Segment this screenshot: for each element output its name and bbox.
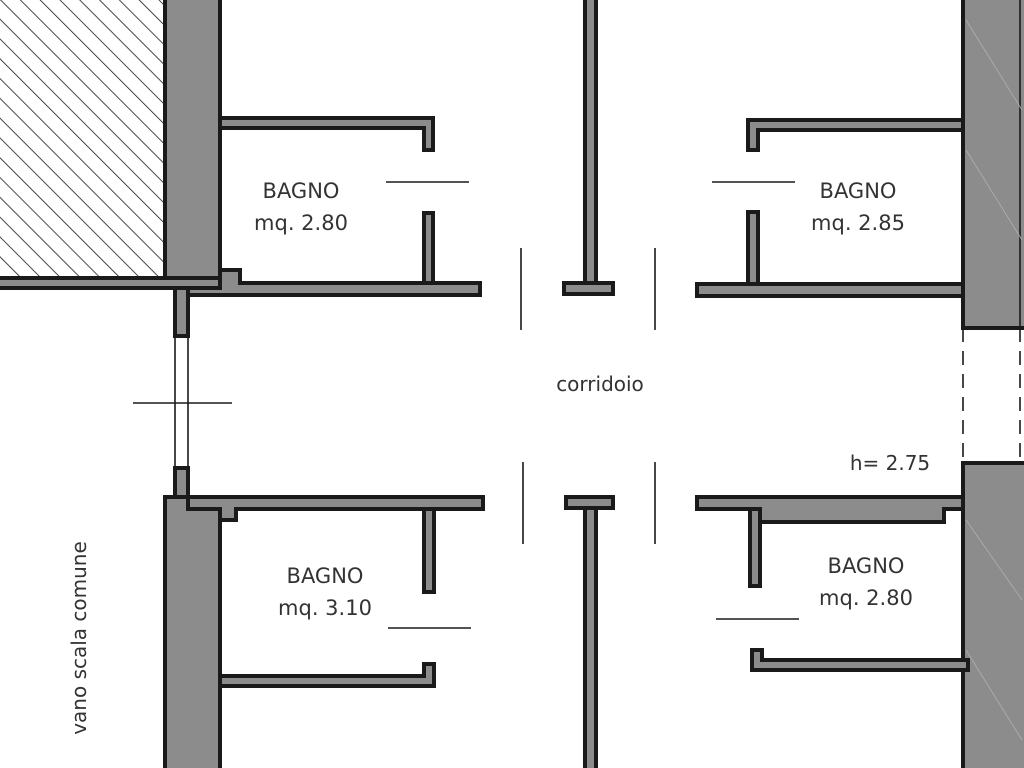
wall-center-top: [583, 0, 598, 285]
wall-right-upper: [961, 0, 1024, 330]
faint-line-r1: [965, 19, 1023, 111]
wall-bath-bl-bottom: [218, 662, 436, 688]
wall-bath-br-bottom: [750, 648, 970, 672]
wall-bath-tl-bottom: [186, 268, 482, 297]
corridor-label: corridoio: [556, 372, 644, 396]
wall-bath-bl-top: [186, 495, 485, 522]
room-name-bath-bl: BAGNO: [287, 564, 364, 588]
wall-left-upper: [163, 0, 222, 280]
wall-center-top-foot: [562, 281, 615, 296]
room-name-bath-br: BAGNO: [828, 554, 905, 578]
stair-label: vano scala comune: [67, 541, 91, 735]
hatched-area: [0, 0, 167, 280]
wall-bath-br-left: [748, 507, 762, 588]
wall-bath-tl-top: [218, 116, 435, 152]
wall-left-lower: [163, 495, 222, 768]
room-area-bath-tr: mq. 2.85: [811, 211, 905, 235]
wall-left-corner-lower: [173, 466, 190, 499]
room-area-bath-tl: mq. 2.80: [254, 211, 348, 235]
wall-center-bottom: [583, 506, 598, 768]
wall-bath-tr-bottom: [695, 282, 970, 298]
wall-bath-bl-right: [422, 507, 436, 594]
wall-bath-tr-top: [746, 118, 970, 152]
corridor-height: h= 2.75: [850, 451, 930, 475]
faint-line-r2: [965, 149, 1023, 241]
room-area-bath-bl: mq. 3.10: [278, 596, 372, 620]
room-area-bath-br: mq. 2.80: [819, 586, 913, 610]
wall-right-lower: [961, 461, 1024, 768]
faint-line-r3: [965, 519, 1023, 601]
wall-bath-br-top: [695, 495, 965, 524]
faint-line-r4: [965, 649, 1023, 741]
wall-bath-tr-left: [746, 210, 760, 286]
wall-bath-tl-right: [422, 211, 435, 285]
room-name-bath-tl: BAGNO: [263, 179, 340, 203]
wall-center-bottom-head: [564, 495, 615, 510]
room-name-bath-tr: BAGNO: [820, 179, 897, 203]
